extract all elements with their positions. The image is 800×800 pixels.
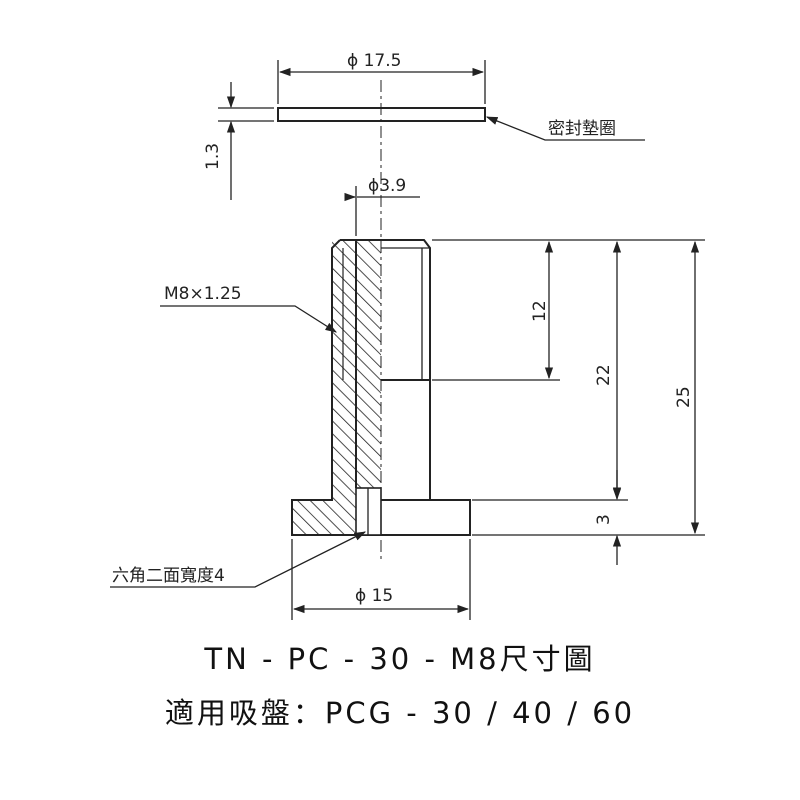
compatible-caption: 適用吸盤：PCG - 30 / 40 / 60 xyxy=(164,696,636,730)
hole-dia-label: ϕ3.9 xyxy=(368,176,406,196)
flange-dia-label: ϕ 15 xyxy=(355,586,393,606)
seal-callout: 密封墊圈 xyxy=(548,119,616,139)
seal-leader xyxy=(485,116,645,141)
hex-callout: 六角二面寬度4 xyxy=(112,566,225,586)
body-section-hatch xyxy=(292,240,381,535)
model-caption: TN - PC - 30 - M8尺寸圖 xyxy=(204,642,596,676)
gasket-thk-label: 1.3 xyxy=(203,143,223,170)
thread-leader xyxy=(160,305,337,333)
thread-label: M8×1.25 xyxy=(164,284,242,304)
thread-len-label: 12 xyxy=(530,300,550,322)
body-exterior-outline xyxy=(381,239,471,536)
body-len-label: 22 xyxy=(594,364,614,386)
total-len-label: 25 xyxy=(674,386,694,408)
hex-leader xyxy=(110,531,367,588)
gasket-dia-label: ϕ 17.5 xyxy=(347,51,401,71)
body-section-outline xyxy=(291,239,381,536)
flange-thk-label: 3 xyxy=(594,514,614,525)
